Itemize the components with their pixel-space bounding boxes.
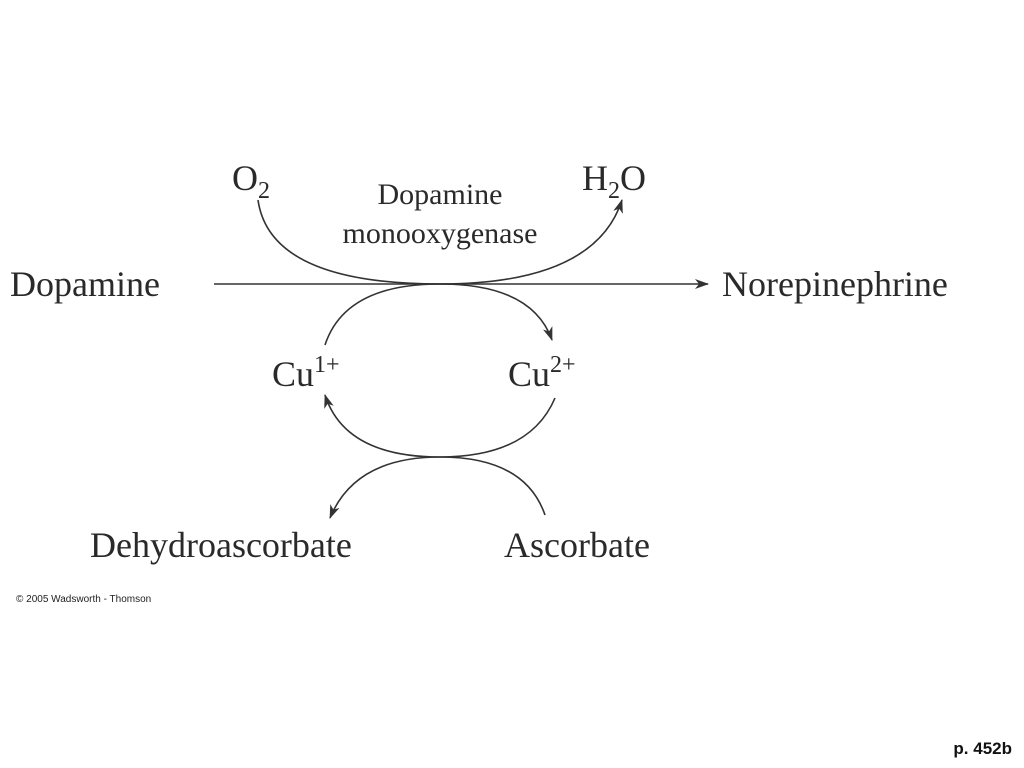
norepinephrine-label: Norepinephrine bbox=[722, 264, 948, 304]
dehydroascorbate-label: Dehydroascorbate bbox=[90, 525, 352, 565]
water-o: O bbox=[620, 158, 646, 198]
water-label: H2O bbox=[582, 158, 646, 204]
cu1-to-cu2-arrow bbox=[324, 283, 553, 346]
ascorbate-to-dehydroascorbate-arrow bbox=[329, 456, 546, 519]
ascorbate-label: Ascorbate bbox=[504, 525, 650, 565]
cu2-to-cu1-arrow bbox=[324, 394, 556, 458]
page-reference: p. 452b bbox=[953, 739, 1012, 758]
cu2-charge: 2+ bbox=[550, 352, 576, 378]
enzyme-name-line2: monooxygenase bbox=[343, 217, 538, 250]
oxygen-label: O2 bbox=[232, 158, 270, 204]
cu1-base: Cu bbox=[272, 354, 314, 394]
cu2-base: Cu bbox=[508, 354, 550, 394]
water-subscript: 2 bbox=[608, 178, 620, 204]
cu1-charge: 1+ bbox=[314, 352, 340, 378]
oxygen-subscript: 2 bbox=[258, 178, 270, 204]
cu2-label: Cu2+ bbox=[508, 352, 576, 394]
water-h: H bbox=[582, 158, 608, 198]
enzyme-name-line1: Dopamine bbox=[378, 178, 503, 211]
oxygen-base: O bbox=[232, 158, 258, 198]
cu1-label: Cu1+ bbox=[272, 352, 340, 394]
dopamine-label: Dopamine bbox=[10, 264, 160, 304]
copyright-notice: © 2005 Wadsworth - Thomson bbox=[16, 594, 152, 605]
